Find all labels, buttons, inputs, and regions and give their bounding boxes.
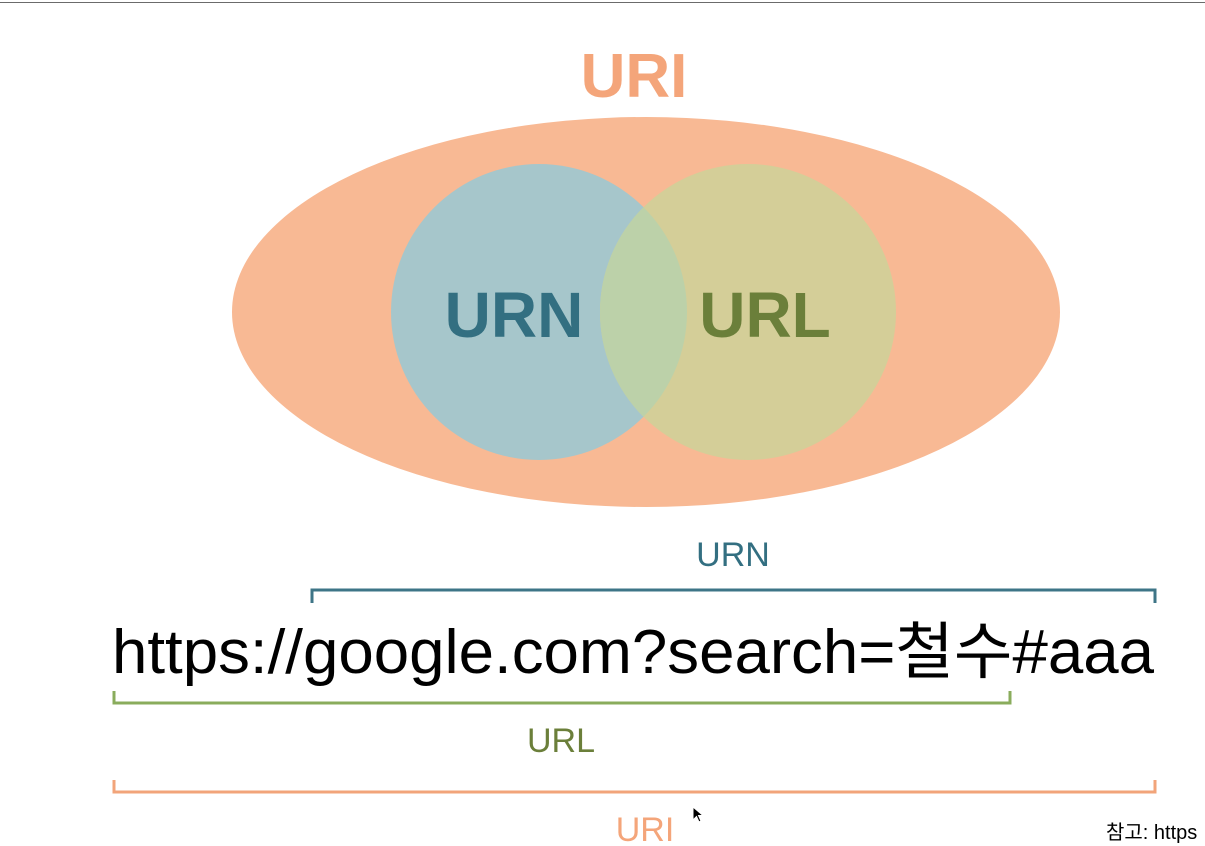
example-url-text: https://google.com?search=철수#aaa — [112, 618, 1155, 687]
mouse-pointer-icon — [692, 806, 704, 823]
uri-bracket — [112, 780, 1157, 794]
uri-title: URI — [581, 42, 688, 111]
reference-footnote: 참고: https — [1106, 821, 1197, 844]
urn-bracket — [310, 588, 1157, 603]
urn-circle-label: URN — [445, 279, 584, 351]
urn-circle — [391, 164, 687, 460]
url-circle-label: URL — [699, 279, 831, 351]
uri-bracket-label: URI — [616, 811, 675, 846]
urn-bracket-label: URN — [696, 536, 770, 574]
url-circle — [600, 164, 896, 460]
url-bracket-label: URL — [527, 722, 595, 760]
url-bracket — [112, 691, 1012, 705]
top-divider — [0, 2, 1205, 3]
